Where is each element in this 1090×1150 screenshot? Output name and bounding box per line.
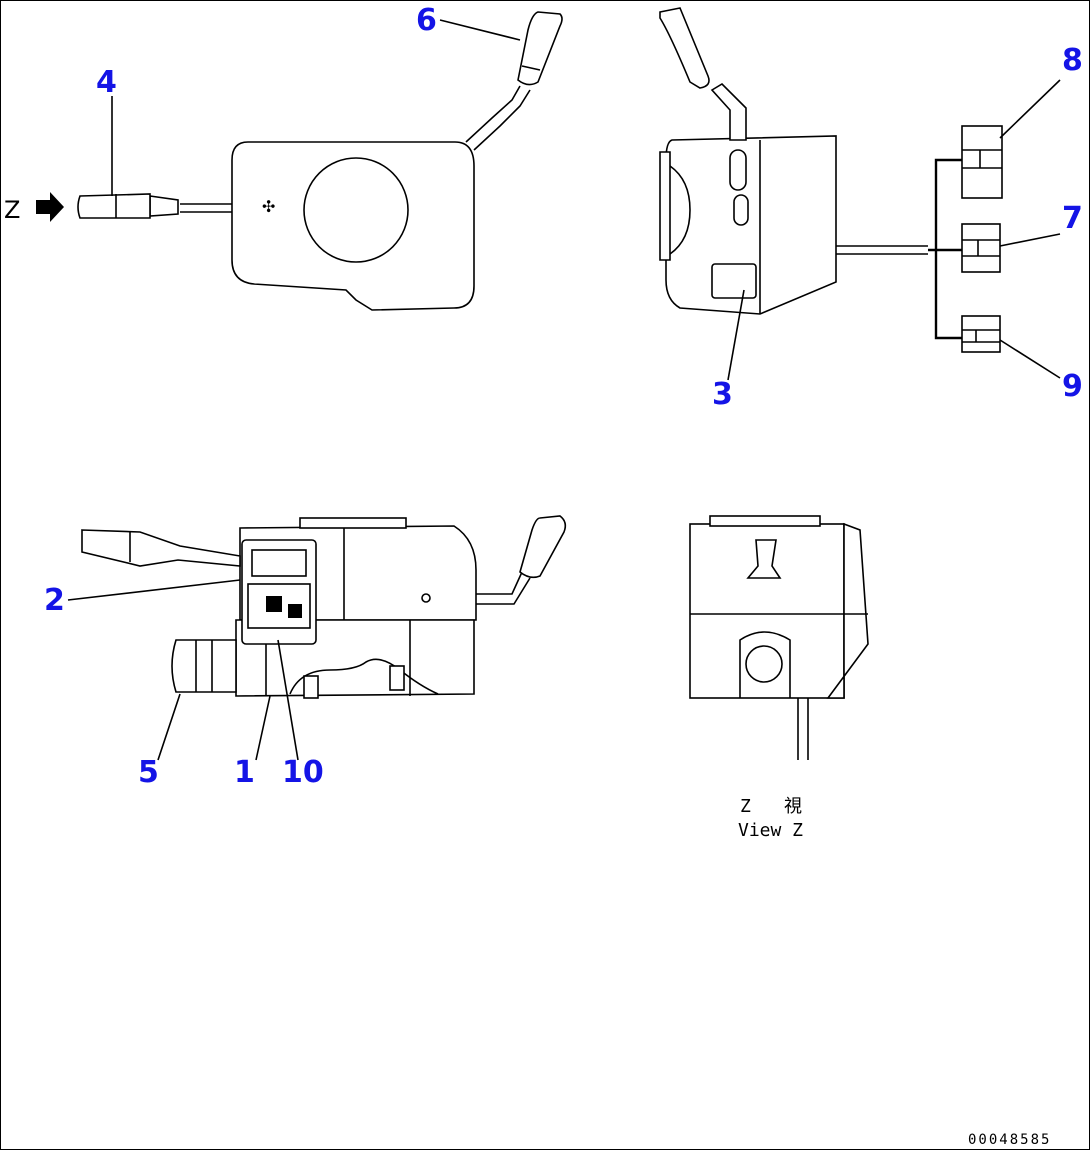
knob-5 xyxy=(171,639,237,693)
callout-7: 7 xyxy=(1062,201,1083,236)
connector-7 xyxy=(961,223,1001,273)
callout-2: 2 xyxy=(44,583,65,618)
view-z xyxy=(689,515,869,760)
lever-knob-side xyxy=(659,7,710,89)
callout-10: 10 xyxy=(282,755,324,790)
connector-8 xyxy=(961,125,1003,199)
callout-3: 3 xyxy=(712,377,733,412)
lever-knob-6 xyxy=(517,11,563,86)
side-label-plate xyxy=(711,263,757,299)
side-flange xyxy=(659,151,671,261)
switch-top-view xyxy=(81,515,567,699)
callout-6: 6 xyxy=(416,3,437,38)
connector-9 xyxy=(961,315,1001,353)
stalk-knob xyxy=(77,193,151,219)
callout-1: 1 xyxy=(234,755,255,790)
caption-view-kanji: 視 xyxy=(784,796,802,817)
stalk-collar xyxy=(149,195,179,217)
lever-2 xyxy=(81,529,241,567)
switch-dial xyxy=(303,157,409,263)
caption-z: Z xyxy=(740,796,751,817)
leader-lines xyxy=(67,19,1061,761)
view-z-lever-stub xyxy=(746,539,782,579)
switch-front-view: ✣ xyxy=(36,11,563,311)
switch-side-view xyxy=(659,7,1003,353)
lever-knob-6-top xyxy=(519,515,567,579)
reference-number: 00048585 xyxy=(968,1132,1051,1148)
callout-9: 9 xyxy=(1062,369,1083,404)
harness-branch xyxy=(934,158,962,340)
callout-4: 4 xyxy=(96,65,117,100)
switch-top-ridge xyxy=(299,517,407,529)
view-z-arrow-icon xyxy=(36,192,64,222)
switch-housing-side xyxy=(665,135,837,315)
callout-8: 8 xyxy=(1062,43,1083,78)
switch-housing-front xyxy=(231,141,475,311)
callout-5: 5 xyxy=(138,755,159,790)
lever-arm-6 xyxy=(465,85,521,143)
view-arrow-label: Z xyxy=(4,196,20,224)
view-z-knob xyxy=(745,645,783,683)
view-z-side xyxy=(826,522,869,699)
caption-view-z: View Z xyxy=(738,820,803,841)
symbol-icon: ✣ xyxy=(262,197,275,216)
